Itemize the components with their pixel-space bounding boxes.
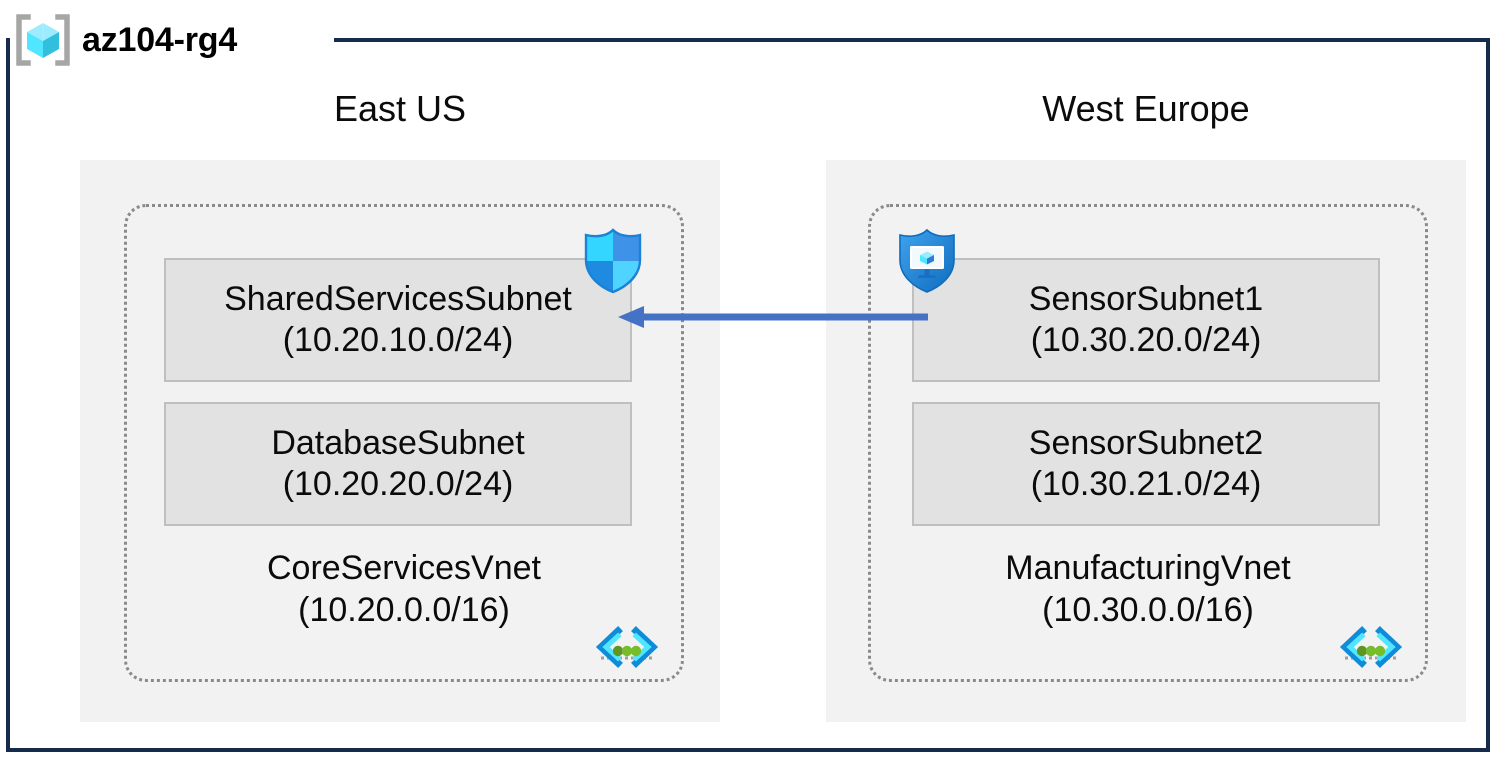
subnet-sensor-1-cidr: (10.30.20.0/24) (1030, 321, 1262, 359)
subnet-shared-services-cidr: (10.20.10.0/24) (282, 321, 514, 359)
subnet-sensor-1-name: SensorSubnet1 (1028, 280, 1264, 319)
resource-group-frame (6, 38, 1490, 752)
subnet-shared-services[interactable]: SharedServicesSubnet (10.20.10.0/24) (164, 258, 632, 382)
resource-group-name: az104-rg4 (82, 20, 238, 59)
vnet-peering-arrow[interactable] (616, 300, 928, 334)
resource-group-label-mask (10, 20, 334, 60)
subnet-database-name: DatabaseSubnet (271, 424, 525, 463)
subnet-database[interactable]: DatabaseSubnet (10.20.20.0/24) (164, 402, 632, 526)
resource-group-label[interactable]: az104-rg4 (14, 12, 237, 68)
vnet-manufacturing-caption: ManufacturingVnet (10.30.0.0/16) (871, 548, 1425, 631)
subnet-sensor-2[interactable]: SensorSubnet2 (10.30.21.0/24) (912, 402, 1380, 526)
bastion-shield-monitor-icon[interactable] (896, 228, 958, 294)
vnet-core-services-caption: CoreServicesVnet (10.20.0.0/16) (127, 548, 681, 631)
subnet-sensor-2-cidr: (10.30.21.0/24) (1030, 465, 1262, 503)
region-label-west-europe: West Europe (1042, 88, 1250, 129)
vnet-manufacturing-name: ManufacturingVnet (1005, 549, 1291, 588)
vnet-manufacturing[interactable]: ManufacturingVnet (10.30.0.0/16) (868, 204, 1428, 682)
subnet-shared-services-name: SharedServicesSubnet (224, 280, 572, 319)
network-security-group-shield-icon[interactable] (582, 228, 644, 294)
region-label-east-us: East US (333, 88, 467, 129)
vnet-core-services-cidr: (10.20.0.0/16) (298, 590, 510, 629)
subnet-sensor-1[interactable]: SensorSubnet1 (10.30.20.0/24) (912, 258, 1380, 382)
subnet-sensor-2-name: SensorSubnet2 (1028, 424, 1264, 463)
vnet-core-services[interactable]: CoreServicesVnet (10.20.0.0/16) (124, 204, 684, 682)
vnet-core-services-name: CoreServicesVnet (266, 549, 541, 588)
resource-group-cube-icon (14, 14, 72, 66)
subnet-database-cidr: (10.20.20.0/24) (282, 465, 514, 503)
vnet-manufacturing-cidr: (10.30.0.0/16) (1042, 590, 1254, 629)
